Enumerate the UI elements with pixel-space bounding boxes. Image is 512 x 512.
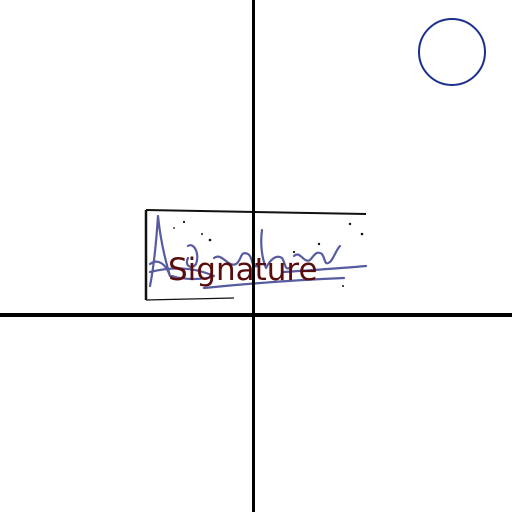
handwritten-signature-icon [144,209,368,301]
horizontal-crosshair-line [0,313,512,317]
signature-label: Signature [168,252,318,288]
vertical-crosshair-line [252,0,255,512]
signature-stamp: Signature [144,206,370,306]
circle-outline-icon [418,18,486,86]
